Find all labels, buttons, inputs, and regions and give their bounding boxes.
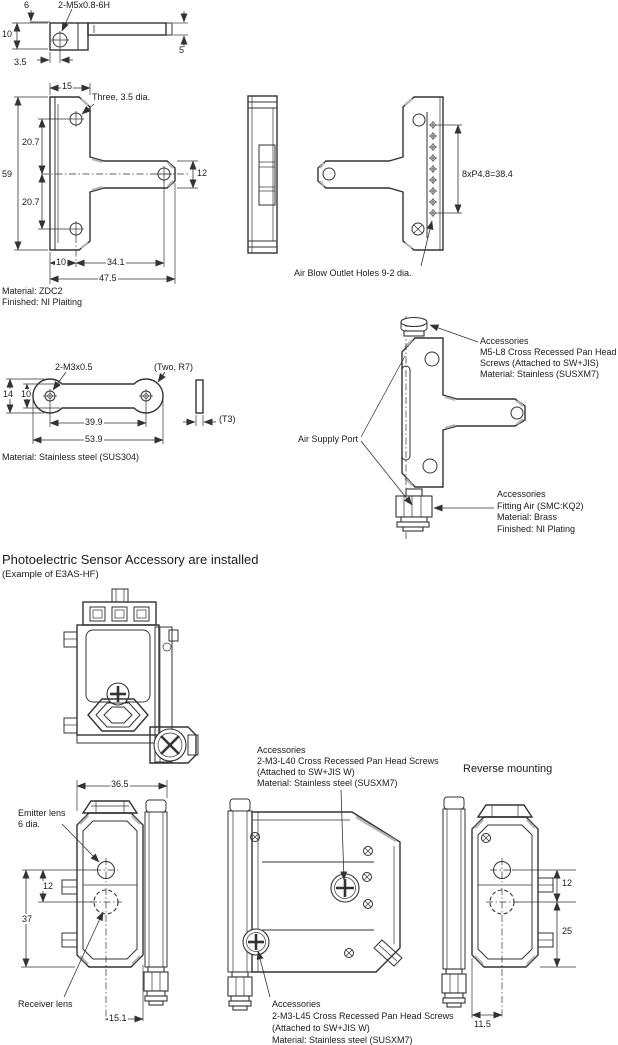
dim-12-arm: 12 xyxy=(197,168,208,178)
fig-sensor-reverse-view xyxy=(441,796,576,1019)
dim-47-5: 47.5 xyxy=(98,273,118,284)
dim-12-lens: 12 xyxy=(42,881,55,892)
dim-39-9: 39.9 xyxy=(84,417,104,428)
bracket-screw-icon xyxy=(153,728,187,762)
pan-head-screw-icon xyxy=(242,928,270,956)
dim-5: 5 xyxy=(179,45,185,55)
dim-25: 25 xyxy=(562,926,573,936)
label-thickness-t3: (T3) xyxy=(219,414,236,424)
note-l40-screw-4: Material: Stainless steel (SUSXM7) xyxy=(257,778,398,788)
dim-59: 59 xyxy=(2,169,13,179)
air-fitting-icon xyxy=(441,968,467,1008)
label-air-supply-port: Air Supply Port xyxy=(298,434,359,444)
dim-36-5: 36.5 xyxy=(110,779,130,790)
small-screw-icon xyxy=(363,846,373,856)
small-screw-icon xyxy=(344,948,354,958)
note-accessories-fitting-1: Accessories xyxy=(497,489,546,499)
dim-14: 14 xyxy=(2,389,15,400)
dim-6: 6 xyxy=(24,0,30,10)
fig-bracket-front-view xyxy=(14,83,198,284)
pan-head-screw-icon xyxy=(330,873,360,903)
tapped-hole-icon xyxy=(51,31,69,49)
dim-10-bar: 10 xyxy=(20,389,33,400)
fig-plate-bar-top-view xyxy=(6,371,216,444)
small-screw-icon xyxy=(481,833,491,843)
section-title: Photoelectric Sensor Accessory are insta… xyxy=(2,552,259,567)
label-emitter-lens-2: 6 dia. xyxy=(18,819,41,829)
fig-bracket-rear-view xyxy=(317,96,462,267)
dim-10-bottom: 10 xyxy=(55,257,68,268)
note-accessories-screw-3: Screws (Attached to SW+JIS) xyxy=(480,358,599,368)
note-accessories-fitting-4: Finished: NI Plating xyxy=(497,524,576,534)
section-subtitle: (Example of E3AS-HF) xyxy=(2,569,99,580)
cable-stub xyxy=(373,939,403,967)
dim-53-9: 53.9 xyxy=(84,434,104,445)
air-fitting-icon xyxy=(227,971,253,1011)
label-receiver-lens: Receiver lens xyxy=(18,999,73,1009)
tapped-hole-icon xyxy=(43,389,57,403)
dim-34-1: 34.1 xyxy=(106,257,126,268)
note-accessories-fitting-3: Material: Brass xyxy=(497,512,558,522)
small-screw-icon xyxy=(362,872,372,882)
label-reverse-mounting: Reverse mounting xyxy=(463,763,553,775)
dim-hole-pitch: 8xP4.8=38.4 xyxy=(462,169,513,179)
label-thread-m3: 2-M3x0.5 xyxy=(55,362,93,372)
note-l45-screw-2: 2-M3-L45 Cross Recessed Pan Head Screws xyxy=(272,1011,454,1021)
dim-20-7-lower: 20.7 xyxy=(22,197,40,207)
note-material-sus304: Material: Stainless steel (SUS304) xyxy=(2,452,140,462)
note-l45-screw-4: Material: Stainless steel (SUSXM7) xyxy=(272,1035,413,1045)
label-three-holes: Three, 3.5 dia. xyxy=(92,92,151,102)
screw-hole-icon xyxy=(411,222,425,236)
note-accessories-screw-4: Material: Stainless (SUSXM7) xyxy=(480,369,600,379)
dim-10-side: 10 xyxy=(2,29,13,39)
note-accessories-screw-2: M5-L8 Cross Recessed Pan Head xyxy=(480,347,617,357)
fig-installed-sensor xyxy=(63,588,199,764)
note-accessories-screw-1: Accessories xyxy=(480,336,529,346)
pan-head-screw-icon xyxy=(106,682,130,706)
pan-head-screw-icon xyxy=(400,316,428,337)
dim-11-5: 11.5 xyxy=(474,1019,491,1029)
small-screw-icon xyxy=(363,899,373,909)
label-air-blow-holes: Air Blow Outlet Holes 9-2 dia. xyxy=(294,268,412,278)
air-outlet-holes xyxy=(429,121,437,217)
dim-12-reverse: 12 xyxy=(562,878,573,888)
note-l40-screw-1: Accessories xyxy=(257,745,306,755)
dim-15: 15 xyxy=(61,81,74,92)
air-fitting-icon xyxy=(143,966,169,1006)
label-radius-r7: (Two, R7) xyxy=(154,362,194,372)
fig-bracket-side-view xyxy=(247,95,278,254)
fig-arm-side-view xyxy=(12,8,188,64)
air-fitting-icon xyxy=(395,488,433,532)
small-screw-icon xyxy=(250,832,260,842)
fig-bracket-with-fittings xyxy=(360,316,526,540)
fig-sensor-side-view xyxy=(227,789,403,1011)
note-l40-screw-3: (Attached to SW+JIS W) xyxy=(257,767,355,777)
fig-sensor-front-view xyxy=(21,780,169,1023)
dim-15-1: 15.1 xyxy=(108,1013,128,1024)
label-thread-m5: 2-M5x0.8-6H xyxy=(58,0,111,10)
note-accessories-fitting-2: Fitting Air (SMC:KQ2) xyxy=(497,501,584,511)
label-emitter-lens-1: Emitter lens xyxy=(18,808,66,818)
note-finish-ni: Finished: NI Plaiting xyxy=(2,297,83,307)
dim-3-5: 3.5 xyxy=(14,57,27,67)
mounting-hole-icon xyxy=(68,221,84,237)
dim-37: 37 xyxy=(21,914,34,925)
note-l40-screw-2: 2-M3-L40 Cross Recessed Pan Head Screws xyxy=(257,756,439,766)
note-l45-screw-3: (Attached to SW+JIS W) xyxy=(272,1023,370,1033)
tapped-hole-icon xyxy=(139,389,153,403)
mounting-hole-icon xyxy=(68,111,84,127)
note-l45-screw-1: Accessories xyxy=(272,999,321,1009)
dim-20-7-upper: 20.7 xyxy=(22,137,40,147)
note-material-zdc2: Material: ZDC2 xyxy=(2,286,63,296)
